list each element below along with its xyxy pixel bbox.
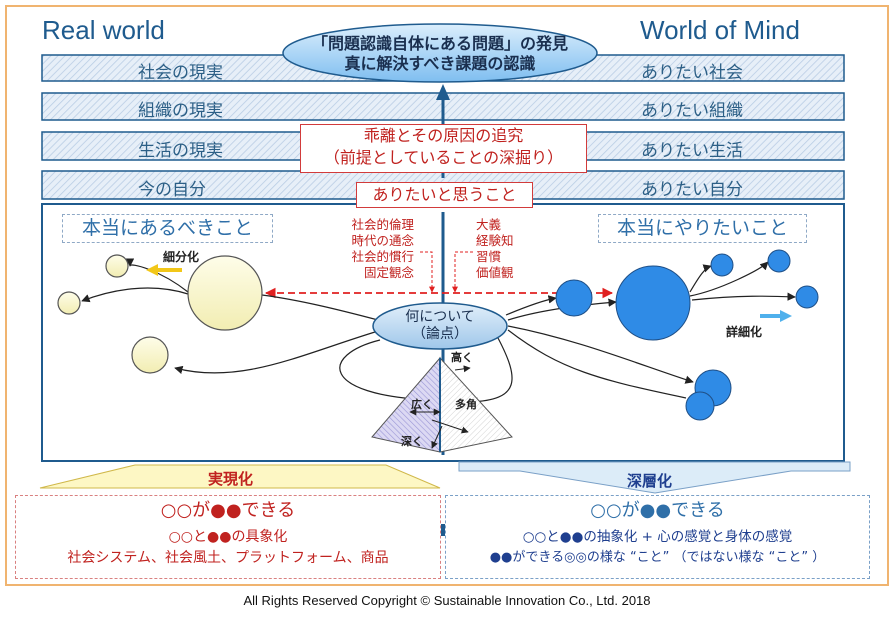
right-terms: 大義 経験知 習慣 価値観 (476, 217, 546, 281)
bl-title-pre: ○○が (160, 500, 211, 521)
band-right-life: ありたい生活 (641, 141, 743, 161)
gap-box-line2: （前提としていることの深掘り） (323, 148, 564, 167)
band-right-society: ありたい社会 (641, 63, 743, 83)
center-ellipse-text: 何について （論点） (373, 309, 507, 343)
br-line2-pre: ○○と (522, 529, 560, 545)
center-ellipse-line2: （論点） (412, 326, 468, 342)
br-title-dots: ●● (639, 500, 672, 521)
pyramid (371, 356, 513, 453)
pyramid-high-label: 高く (451, 351, 473, 364)
top-ellipse (282, 23, 598, 83)
bottom-right-line2: ○○と●●の抽象化 + 心の感覚と身体の感覚 (446, 526, 869, 548)
band-left-organization: 組織の現実 (138, 101, 223, 121)
band-right-self: ありたい自分 (641, 180, 743, 200)
deepen-label: 深層化 (627, 472, 673, 490)
bottom-left-line2: ○○と●●の具象化 (16, 526, 440, 548)
pyramid-wide-label: 広く (411, 398, 433, 411)
left-terms: 社会的倫理 時代の通念 社会的慣行 固定観念 (336, 217, 414, 281)
pyramid-deep-label: 深く (401, 435, 423, 448)
bottom-left-line3: 社会システム、社会風土、プラットフォーム、商品 (67, 550, 389, 566)
pyramid-many-label: 多角 (455, 398, 477, 411)
bottom-right-line3: ●●ができる◎◎の様な “こと” （ではない様な “こと” ） (446, 548, 869, 568)
left-heading: 本当にあるべきこと (62, 214, 273, 243)
right-term: 大義 (476, 217, 502, 232)
br-title-pre: ○○が (590, 500, 640, 521)
deepen-arrow (458, 461, 851, 494)
copyright: All Rights Reserved Copyright © Sustaina… (243, 593, 651, 608)
right-term: 習慣 (476, 249, 502, 264)
bottom-left-box: ○○が●●できる ○○と●●の具象化 社会システム、社会風土、プラットフォーム、… (15, 495, 441, 579)
right-blue-arrow (760, 310, 792, 322)
bl-line2-dots: ●● (207, 529, 232, 545)
br-line3-post: ができる◎◎の様な “こと” （ではない様な “こと” ） (512, 550, 826, 565)
bl-title-post: できる (241, 500, 296, 521)
realize-arrow (39, 464, 441, 489)
band-left-life: 生活の現実 (138, 141, 223, 161)
left-term: 時代の通念 (351, 233, 414, 248)
left-detail-label: 細分化 (163, 250, 200, 264)
title-real-world: Real world (42, 15, 165, 45)
bottom-right-box: ○○が●●できる ○○と●●の抽象化 + 心の感覚と身体の感覚 ●●ができる◎◎… (445, 495, 870, 579)
right-heading: 本当にやりたいこと (598, 214, 807, 243)
top-ellipse-line1: 「問題認識自体にある問題」の発見 (311, 34, 568, 53)
right-term: 価値観 (476, 265, 514, 280)
center-ellipse-line1: 何について (405, 309, 475, 325)
br-line2-dots: ●● (559, 529, 584, 545)
title-world-of-mind: World of Mind (640, 15, 800, 45)
band-left-self: 今の自分 (138, 180, 206, 200)
br-line2-post: の抽象化 + 心の感覚と身体の感覚 (583, 529, 793, 545)
bl-title-dots: ●● (210, 500, 242, 521)
left-term: 社会的慣行 (351, 249, 414, 264)
upward-arrowhead (436, 84, 450, 100)
center-ellipse (372, 302, 508, 350)
top-ellipse-text: 「問題認識自体にある問題」の発見 真に解決すべき課題の認識 (283, 34, 597, 74)
top-ellipse-line2: 真に解決すべき課題の認識 (344, 54, 536, 73)
left-yellow-arrow (146, 264, 182, 276)
bottom-right-title: ○○が●●できる (446, 496, 869, 526)
want-box: ありたいと思うこと (356, 182, 533, 208)
right-connectors (469, 261, 796, 406)
gap-box: 乖離とその原因の追究 （前提としていることの深掘り） (300, 124, 587, 173)
abstract-circles (57, 254, 263, 374)
bl-line2-pre: ○○と (168, 529, 207, 545)
left-term: 社会的倫理 (351, 217, 414, 232)
band-right-organization: ありたい組織 (641, 101, 743, 121)
right-term: 経験知 (476, 233, 514, 248)
right-detail-label: 詳細化 (726, 325, 763, 339)
left-term: 固定観念 (363, 265, 414, 280)
bl-line2-post: の具象化 (231, 529, 288, 545)
br-line3-dots: ●● (489, 550, 513, 565)
gap-box-line1: 乖離とその原因の追究 (363, 126, 524, 145)
realize-label: 実現化 (208, 470, 254, 488)
concrete-circles (555, 249, 819, 421)
bottom-left-title: ○○が●●できる (16, 496, 440, 526)
band-left-society: 社会の現実 (138, 63, 223, 83)
br-title-post: できる (671, 500, 725, 521)
